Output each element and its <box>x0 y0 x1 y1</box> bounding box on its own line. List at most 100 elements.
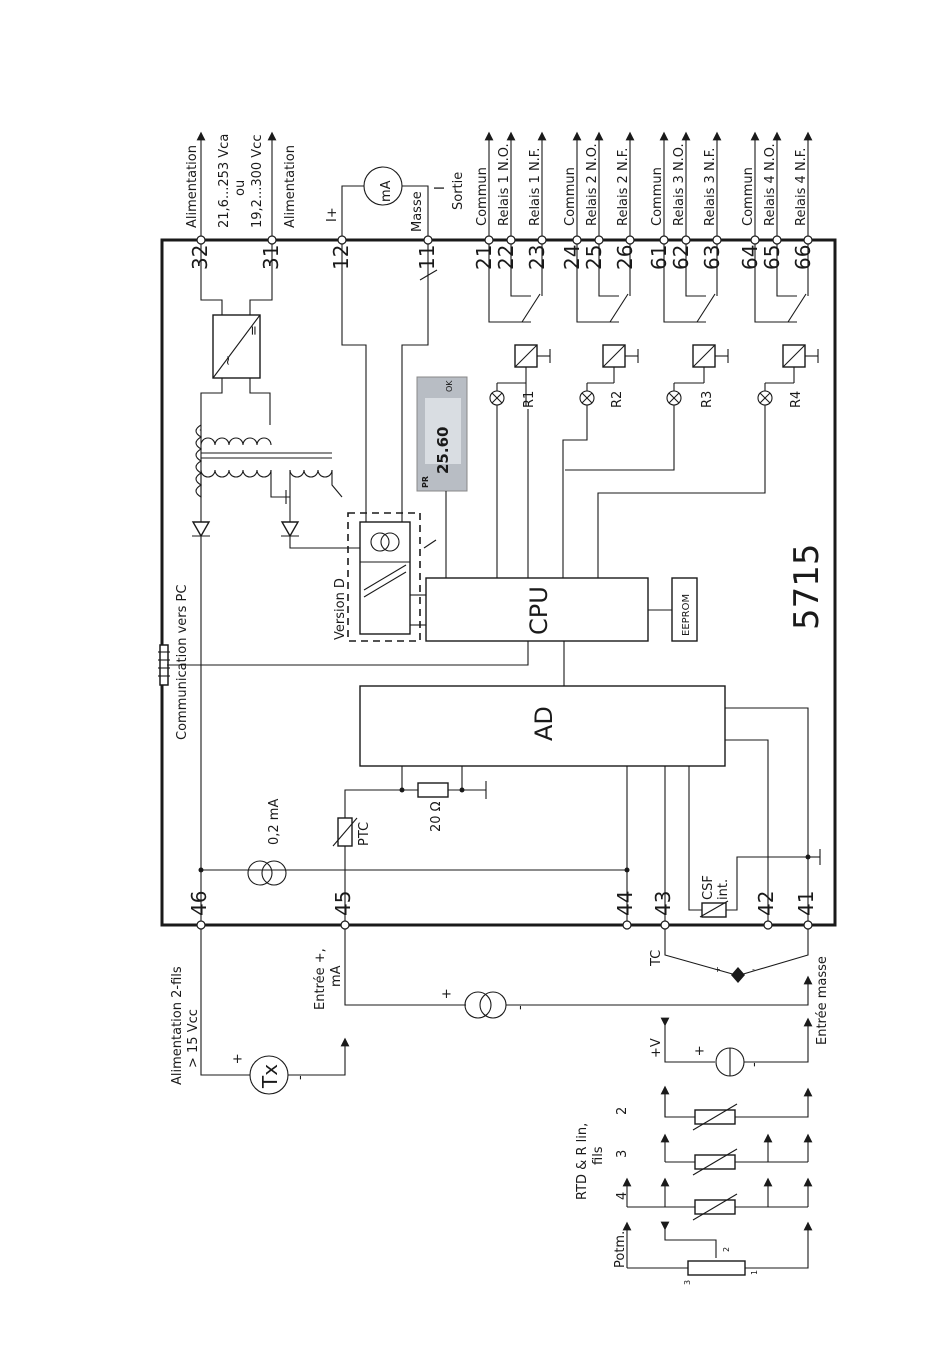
supply-range-dc: 19,2...300 Vcc <box>250 135 265 228</box>
relay4-nf-label: Relais 4 N.F. <box>794 148 809 226</box>
relay-label-r3: R3 <box>700 391 715 408</box>
module-frame <box>160 238 837 927</box>
terminal-number: 24 <box>560 245 584 270</box>
plus-v-label: +V <box>649 1038 664 1058</box>
terminal-11[interactable] <box>423 235 433 245</box>
ma-minus: - <box>513 1005 528 1010</box>
terminal-number: 66 <box>791 245 815 270</box>
terminal-number: 11 <box>415 245 439 270</box>
pot-pin-2: 2 <box>722 1247 731 1252</box>
terminal-23[interactable] <box>537 235 547 245</box>
power-supply: ~ = <box>191 244 362 925</box>
tx-label: Tx <box>258 1064 282 1089</box>
wire-count-3: 3 <box>615 1150 630 1158</box>
terminal-number: 43 <box>651 891 675 916</box>
terminal-25[interactable] <box>594 235 604 245</box>
supply-label-1: Alimentation <box>185 145 200 228</box>
terminal-number: 31 <box>259 245 283 270</box>
terminal-22[interactable] <box>506 235 516 245</box>
terminal-26[interactable] <box>625 235 635 245</box>
pot-pin-1: 1 <box>750 1270 759 1275</box>
current-source-label: 0,2 mA <box>267 799 282 845</box>
top-labels: Alimentation 21,6...253 Vca ou 19,2...30… <box>185 131 813 236</box>
terminal-61[interactable] <box>659 235 669 245</box>
external-inputs: Tx Alimentation 2-fils > 15 Vcc + - Entr… <box>170 929 830 1285</box>
terminal-number: 41 <box>794 891 818 916</box>
terminal-42[interactable] <box>763 920 773 930</box>
terminal-32[interactable] <box>196 235 206 245</box>
resistor-20-ohm <box>417 782 449 798</box>
terminal-number: 23 <box>525 245 549 270</box>
eeprom-label: EEPROM <box>681 594 692 636</box>
display-ok: OK <box>445 380 454 392</box>
terminal-63[interactable] <box>712 235 722 245</box>
terminal-number: 21 <box>472 245 496 270</box>
relay3-nf-label: Relais 3 N.F. <box>703 148 718 226</box>
cpu-block <box>425 577 649 642</box>
terminal-41[interactable] <box>803 920 813 930</box>
converter-ac-symbol: ~ <box>221 355 236 366</box>
terminal-number: 65 <box>760 245 784 270</box>
v-minus: - <box>747 1062 762 1067</box>
entree-masse-label: Entrée masse <box>815 956 830 1045</box>
terminal-66[interactable] <box>803 235 813 245</box>
input-network: 20 Ω PTC 0,2 mA CSF int. <box>198 707 821 921</box>
terminal-45[interactable] <box>340 920 350 930</box>
ma-current-source <box>464 991 492 1019</box>
rtd-label-1: RTD & R lin, <box>575 1123 590 1200</box>
terminal-number: 44 <box>613 891 637 916</box>
terminal-number: 12 <box>329 245 353 270</box>
diode <box>280 521 300 538</box>
tc-label: TC <box>649 950 664 967</box>
terminal-number: 62 <box>669 245 693 270</box>
terminal-46[interactable] <box>196 920 206 930</box>
csf-sensor <box>701 902 727 918</box>
terminal-24[interactable] <box>572 235 582 245</box>
terminal-21[interactable] <box>484 235 494 245</box>
pot-pin-3: 3 <box>683 1280 692 1285</box>
tc-plus: + <box>714 965 721 974</box>
relay2-common-label: Commun <box>563 167 578 226</box>
relay2-nf-label: Relais 2 N.F. <box>616 148 631 226</box>
relays: R1 R2 R3 R4 <box>488 244 819 578</box>
two-wire-label-2: > 15 Vcc <box>186 1009 201 1068</box>
masse-label: Masse <box>410 191 425 232</box>
terminal-64[interactable] <box>750 235 760 245</box>
ad-label: AD <box>530 706 558 741</box>
top-terminal-numbers: 32 31 12 11 21 22 23 24 25 26 61 62 63 6… <box>188 245 815 270</box>
terminal-43[interactable] <box>660 920 670 930</box>
relay-label-r2: R2 <box>610 391 625 408</box>
eeprom-block <box>671 577 698 642</box>
resistor-label: 20 Ω <box>429 801 444 832</box>
relay-label-r1: R1 <box>522 391 537 408</box>
tx-minus: - <box>293 1075 308 1080</box>
output-sortie-label: Sortie <box>451 172 466 210</box>
two-wire-label-1: Alimentation 2-fils <box>170 966 185 1085</box>
ma-input-label-1: Entrée +, <box>313 948 328 1010</box>
terminal-65[interactable] <box>772 235 782 245</box>
terminal-number: 32 <box>188 245 212 270</box>
terminal-number: 63 <box>700 245 724 270</box>
communication-label: Communication vers PC <box>175 585 190 740</box>
cpu-label: CPU <box>525 586 553 635</box>
ma-input-label-2: mA <box>329 965 344 987</box>
terminal-number: 42 <box>754 891 778 916</box>
display-brand: PR <box>421 476 430 488</box>
supply-label-2: Alimentation <box>283 145 298 228</box>
wire-count-4: 4 <box>615 1192 630 1200</box>
relay1-nf-label: Relais 1 N.F. <box>528 148 543 226</box>
thermocouple-junction <box>731 967 745 983</box>
terminal-31[interactable] <box>267 235 277 245</box>
relay3-no-label: Relais 3 N.O. <box>672 143 687 226</box>
supply-or: ou <box>233 180 248 196</box>
terminal-number: 61 <box>647 245 671 270</box>
terminal-12[interactable] <box>337 235 347 245</box>
version-d-output: Version D <box>333 244 438 642</box>
terminal-number: 45 <box>331 891 355 916</box>
tx-plus: + <box>232 1052 243 1067</box>
terminal-44[interactable] <box>622 920 632 930</box>
terminal-number: 25 <box>582 245 606 270</box>
terminal-number: 46 <box>187 891 211 916</box>
terminal-62[interactable] <box>681 235 691 245</box>
